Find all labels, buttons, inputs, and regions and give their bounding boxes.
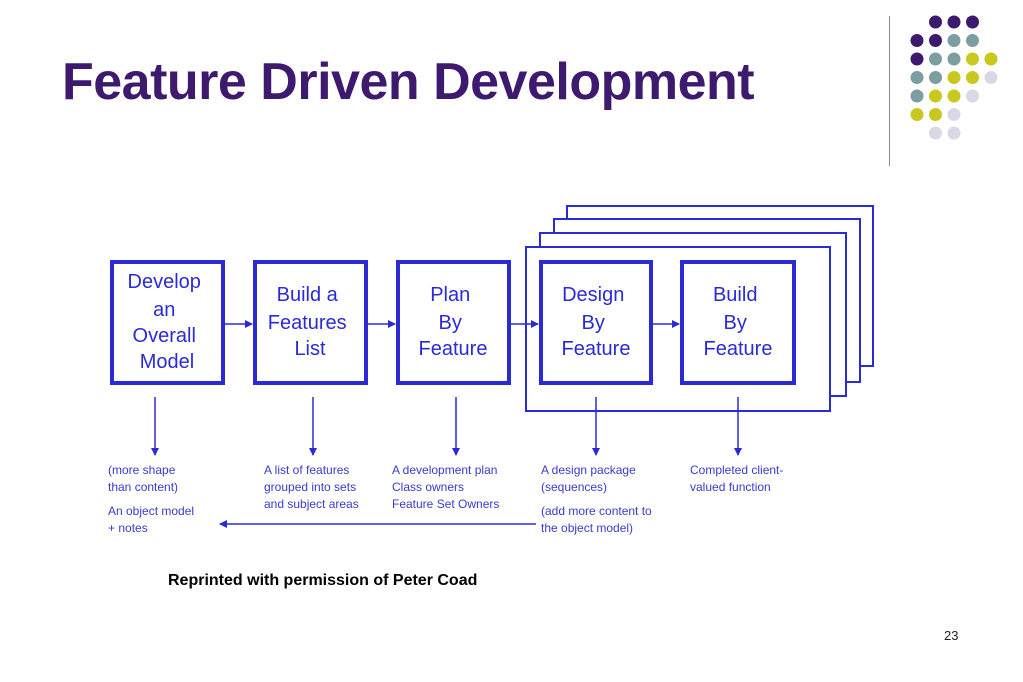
decorative-dot [947,52,961,66]
decorative-dot [966,89,979,103]
decorative-dot [929,15,942,29]
process-box-design-by-feature [539,260,653,385]
process-label-line: Feature [704,338,773,360]
output-note-develop-model: (more shape than content) An object mode… [108,463,197,535]
process-box-develop-model [110,260,225,385]
process-label-line: Design [562,284,624,306]
decorative-dot [910,34,924,47]
process-label-plan-by-feature: Plan By Feature [419,284,488,360]
decorative-dot [947,34,961,47]
process-label-line: an [153,299,175,321]
process-label-build-by-feature: Build By Feature [704,284,773,360]
page-number: 23 [944,628,959,643]
process-label-line: Feature [562,338,631,360]
output-note-features-list: A list of features grouped into sets and… [264,463,359,511]
note-line: A list of features [264,463,349,477]
decorative-dot [910,108,924,121]
process-label-line: By [724,312,747,334]
note-line: Completed client- [690,463,783,477]
note-line: than content) [108,480,178,494]
decorative-dot [966,71,979,84]
decorative-dot [947,108,961,121]
process-label-line: By [582,312,605,334]
note-line: (add more content to [541,504,652,518]
decorative-dot [929,108,942,121]
note-line: An object model [108,504,194,518]
process-label-line: Feature [419,338,488,360]
process-label-build-features-list: Build a Features List [268,284,353,360]
output-note-design: A design package (sequences) (add more c… [541,463,655,535]
note-line: Feature Set Owners [392,497,499,511]
note-line: grouped into sets [264,480,356,494]
process-label-line: Plan [430,284,470,306]
decorative-dot [929,71,942,84]
process-label-line: By [439,312,462,334]
decorative-dot [966,52,979,66]
decorative-dot [984,71,998,84]
title-divider [889,16,890,166]
decorative-dot [910,89,924,103]
output-note-plan: A development plan Class owners Feature … [392,463,501,511]
process-label-line: Develop [128,271,201,293]
note-line: (sequences) [541,480,607,494]
note-line: A development plan [392,463,497,477]
decorative-dot [929,52,942,66]
process-label-line: Overall [133,325,196,347]
decorative-dot [929,89,942,103]
process-label-line: Model [140,351,194,373]
decorative-dot [984,52,998,66]
note-line: A design package [541,463,636,477]
process-label-line: List [294,338,326,360]
process-box-build-by-feature [680,260,796,385]
decorative-dot [947,15,961,29]
process-box-plan-by-feature [396,260,511,385]
note-line: (more shape [108,463,176,477]
process-label-line: Build a [277,284,339,306]
decorative-dot [910,71,924,84]
decorative-dot [929,126,942,140]
process-label-line: Features [268,312,347,334]
output-note-build: Completed client- valued function [690,463,787,494]
process-label-line: Build [713,284,757,306]
note-line: + notes [108,521,148,535]
process-label-design-by-feature: Design By Feature [562,284,631,360]
decorative-dot [910,52,924,66]
slide-title: Feature Driven Development [62,53,755,111]
decorative-dot [947,89,961,103]
decorative-dot [929,34,942,47]
process-label-develop-model: Develop an Overall Model [128,271,207,373]
decorative-dot [966,34,979,47]
credit-text: Reprinted with permission of Peter Coad [168,572,478,589]
process-box-build-features-list [253,260,368,385]
note-line: Class owners [392,480,464,494]
decorative-dot [947,71,961,84]
decorative-dot [947,126,961,140]
note-line: valued function [690,480,771,494]
note-line: the object model) [541,521,633,535]
decorative-dot [966,15,979,29]
note-line: and subject areas [264,497,359,511]
